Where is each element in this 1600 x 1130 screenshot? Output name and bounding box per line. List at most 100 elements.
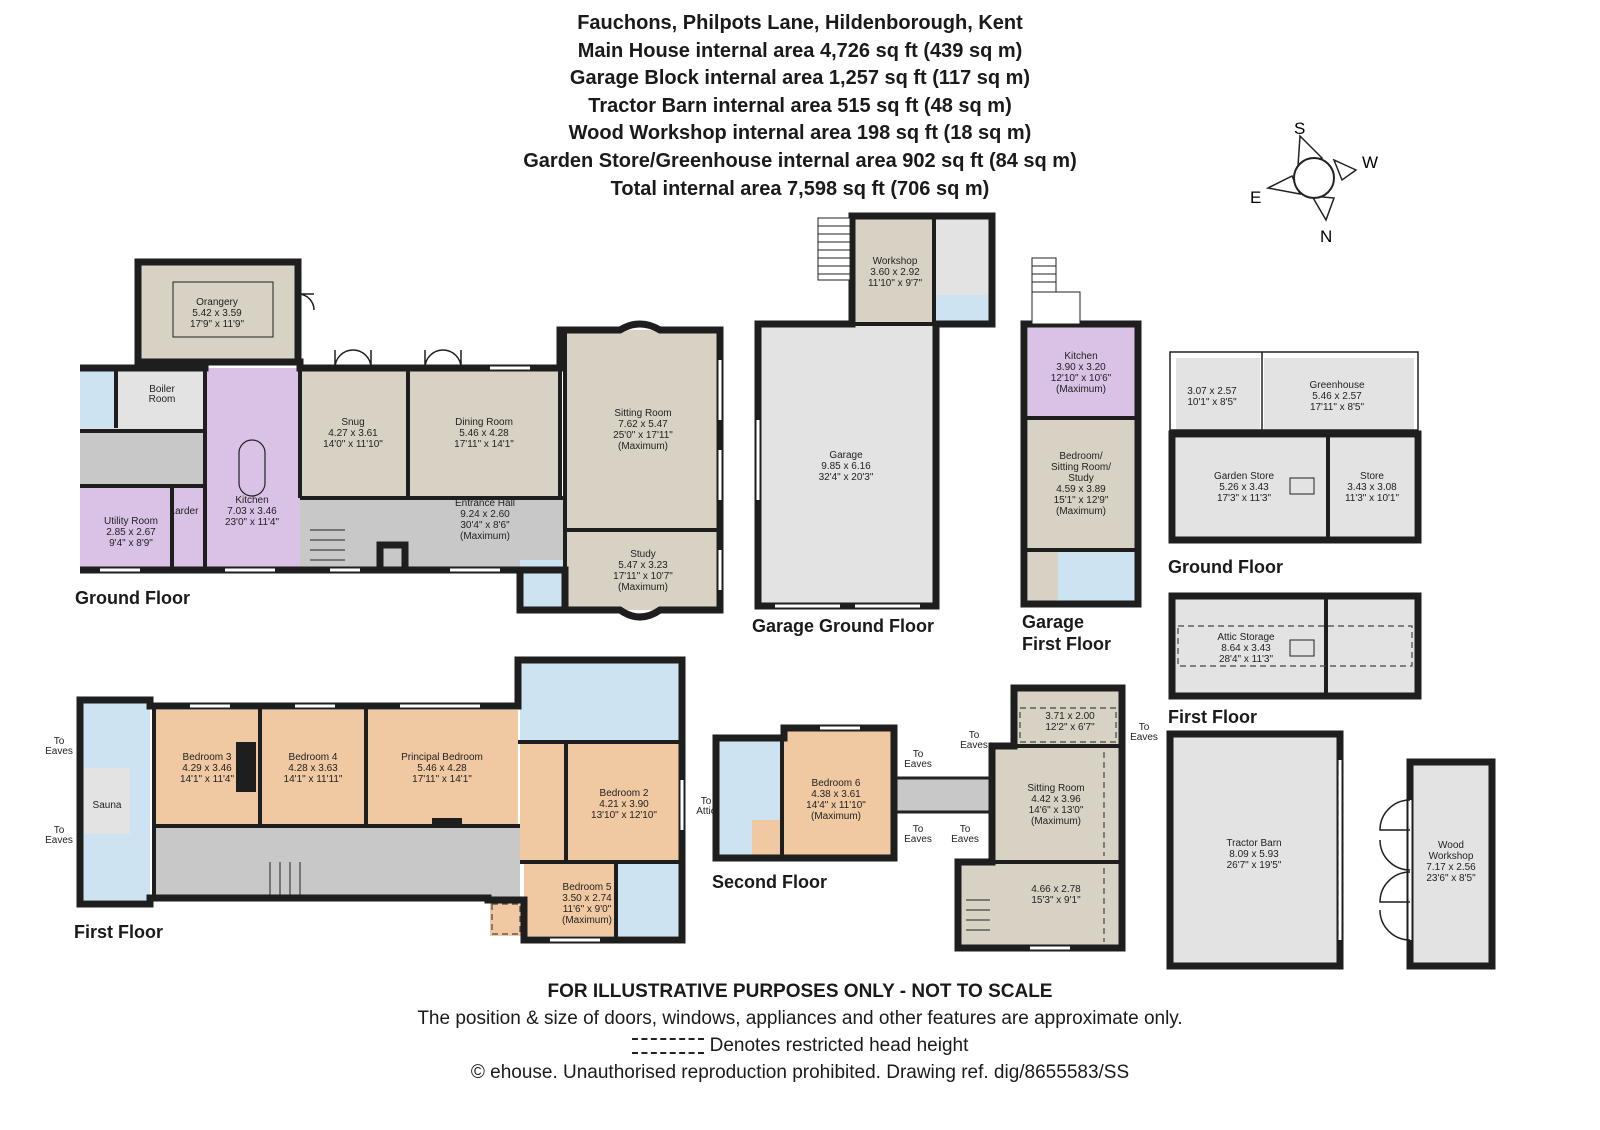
room-greenhouse: [1264, 358, 1414, 430]
area-line-garage-block: Garage Block internal area 1,257 sq ft (…: [569, 67, 1031, 90]
room-wood-workshop: [1412, 764, 1490, 964]
room-utility: [80, 486, 172, 571]
room-bedroom-5: [524, 864, 616, 936]
header: Fauchons, Philpots Lane, Hildenborough, …: [0, 10, 1600, 203]
room-sf-sitting: [994, 748, 1120, 860]
area-line-garden-store: Garden Store/Greenhouse internal area 90…: [523, 149, 1077, 172]
floor-label-main-first: First Floor: [74, 922, 163, 942]
room-bedroom-2: [568, 744, 680, 860]
room-sitting: [565, 330, 720, 530]
floor-label-outbuilding-ground: Ground Floor: [1168, 557, 1283, 577]
room-sf-bottom: [960, 864, 1120, 946]
area-line-tractor-barn: Tractor Barn internal area 515 sq ft (48…: [588, 94, 1012, 117]
room-tractor-barn: [1172, 736, 1340, 964]
compass-icon: S W E N: [1250, 119, 1378, 246]
floor-label-garage-ground: Garage Ground Floor: [752, 616, 934, 636]
dashed-line-key-icon: [631, 1037, 704, 1054]
room-sf-top: [1016, 690, 1120, 744]
disclaimer: FOR ILLUSTRATIVE PURPOSES ONLY - NOT TO …: [547, 981, 1053, 1002]
floor-label-second: Second Floor: [712, 872, 827, 892]
room-study: [565, 530, 720, 610]
copyright-line: © ehouse. Unauthorised reproduction proh…: [470, 1062, 1130, 1083]
room-store: [1330, 438, 1414, 538]
room-bedroom-4: [262, 710, 364, 826]
floor-label-outbuilding-first: First Floor: [1168, 707, 1257, 727]
area-line-total: Total internal area 7,598 sq ft (706 sq …: [610, 177, 990, 200]
room-snug: [300, 368, 408, 498]
compass-w: W: [1362, 153, 1378, 172]
room-garage-kitchen: [1028, 326, 1138, 416]
area-line-wood-workshop: Wood Workshop internal area 198 sq ft (1…: [568, 122, 1032, 145]
compass-s: S: [1294, 119, 1305, 138]
room-kitchen: [205, 368, 300, 571]
room-principal-bedroom: [368, 710, 518, 826]
legend-restricted-height-label: Denotes restricted head height: [709, 1035, 969, 1056]
footer: FOR ILLUSTRATIVE PURPOSES ONLY - NOT TO …: [0, 978, 1600, 1086]
room-garage: [758, 326, 934, 606]
compass-n: N: [1320, 227, 1332, 246]
floor-label-garage-first-1: Garage: [1022, 612, 1084, 632]
area-line-main-house: Main House internal area 4,726 sq ft (43…: [577, 39, 1023, 62]
room-attic: [1174, 598, 1418, 694]
room-dining: [408, 368, 560, 498]
floor-label-garage-first-2: First Floor: [1022, 634, 1111, 654]
approximate-note: The position & size of doors, windows, a…: [417, 1008, 1183, 1029]
room-workshop: [852, 216, 932, 322]
room-sauna: [84, 768, 130, 834]
room-orangery: [138, 262, 298, 362]
floor-label-main-ground: Ground Floor: [75, 588, 190, 608]
property-title: Fauchons, Philpots Lane, Hildenborough, …: [577, 12, 1023, 34]
room-label-sauna: Sauna: [93, 800, 122, 811]
room-larder: [172, 486, 205, 571]
room-label-larder: Larder: [170, 506, 200, 517]
room-garden-store: [1176, 438, 1326, 538]
room-garage-bedroom: [1028, 420, 1138, 550]
room-hall: [300, 498, 565, 570]
